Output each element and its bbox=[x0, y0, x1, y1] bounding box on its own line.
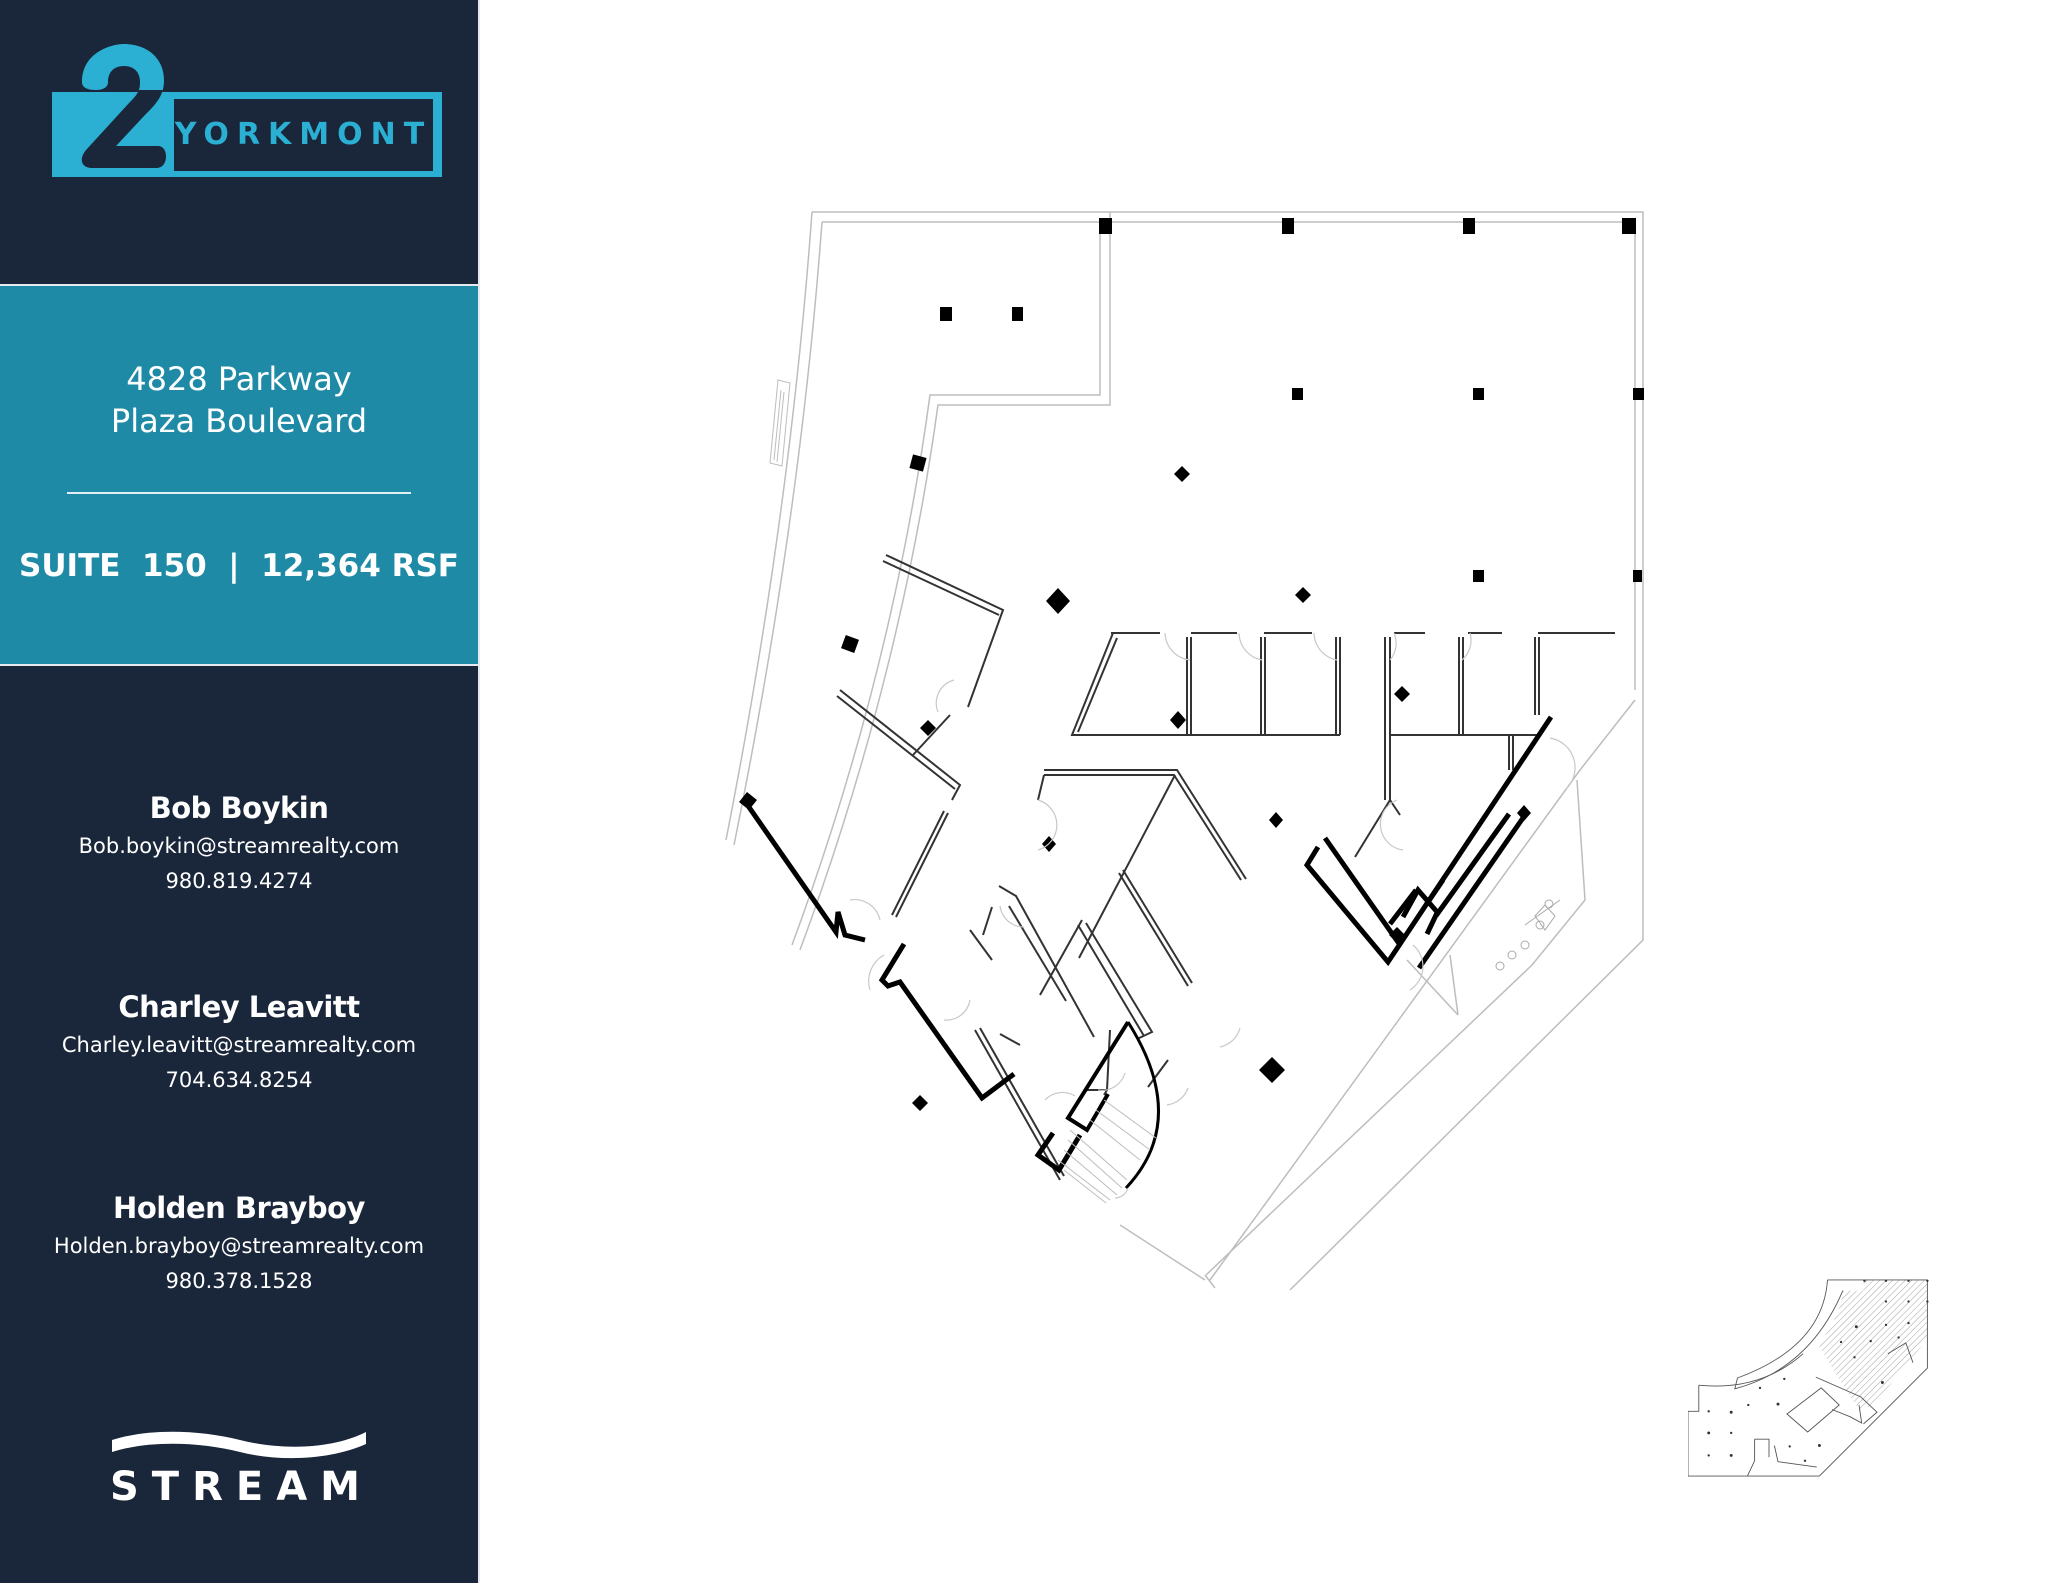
door-swings bbox=[849, 632, 1576, 1199]
interior-walls bbox=[836, 554, 1615, 1181]
contact-name: Bob Boykin bbox=[149, 791, 329, 825]
address-line-2: Plaza Boulevard bbox=[110, 402, 368, 440]
address-divider bbox=[67, 492, 411, 494]
contact-email-link[interactable]: Bob.boykin@streamrealty.com bbox=[78, 834, 400, 858]
core-walls bbox=[741, 715, 1554, 1174]
contact-card: Holden Brayboy Holden.brayboy@streamreal… bbox=[0, 1188, 478, 1298]
logo-number-two-icon bbox=[81, 44, 166, 168]
property-info-band bbox=[0, 284, 478, 666]
logo-wordmark: YORKMONT bbox=[174, 117, 433, 152]
key-plan-columns bbox=[1707, 1279, 1929, 1462]
contact-email-link[interactable]: Holden.brayboy@streamrealty.com bbox=[53, 1234, 425, 1258]
logo-wordmark-box bbox=[174, 99, 433, 171]
contact-phone[interactable]: 980.819.4274 bbox=[165, 869, 313, 893]
contact-phone[interactable]: 704.634.8254 bbox=[165, 1068, 313, 1092]
sidebar-edge bbox=[478, 0, 480, 1583]
yorkmont-logo: YORKMONT bbox=[52, 44, 442, 181]
highlighted-suite bbox=[1818, 1279, 1928, 1410]
contact-card: Charley Leavitt Charley.leavitt@streamre… bbox=[0, 987, 478, 1097]
stream-logo: STREAM bbox=[110, 1428, 370, 1518]
contact-phone[interactable]: 980.378.1528 bbox=[165, 1269, 313, 1293]
contact-card: Bob Boykin Bob.boykin@streamrealty.com 9… bbox=[0, 788, 478, 898]
exterior-walls bbox=[725, 211, 1644, 1291]
contact-email-link[interactable]: Charley.leavitt@streamrealty.com bbox=[61, 1033, 417, 1057]
property-address: 4828 Parkway Plaza Boulevard bbox=[0, 358, 478, 442]
stairwell bbox=[1057, 1020, 1160, 1204]
key-plan bbox=[1688, 1279, 1929, 1477]
contact-name: Holden Brayboy bbox=[113, 1191, 365, 1225]
wave-icon bbox=[112, 1431, 366, 1459]
suite-size-label: SUITE 150 | 12,364 RSF bbox=[19, 548, 459, 584]
plumbing-fixtures bbox=[1495, 899, 1561, 971]
contact-name: Charley Leavitt bbox=[118, 990, 360, 1024]
exterior-bench bbox=[769, 379, 791, 467]
sidebar: YORKMONT 4828 Parkway Plaza Boulevard SU… bbox=[0, 0, 478, 1583]
address-line-1: 4828 Parkway bbox=[126, 360, 352, 398]
stream-wordmark: STREAM bbox=[110, 1464, 373, 1510]
